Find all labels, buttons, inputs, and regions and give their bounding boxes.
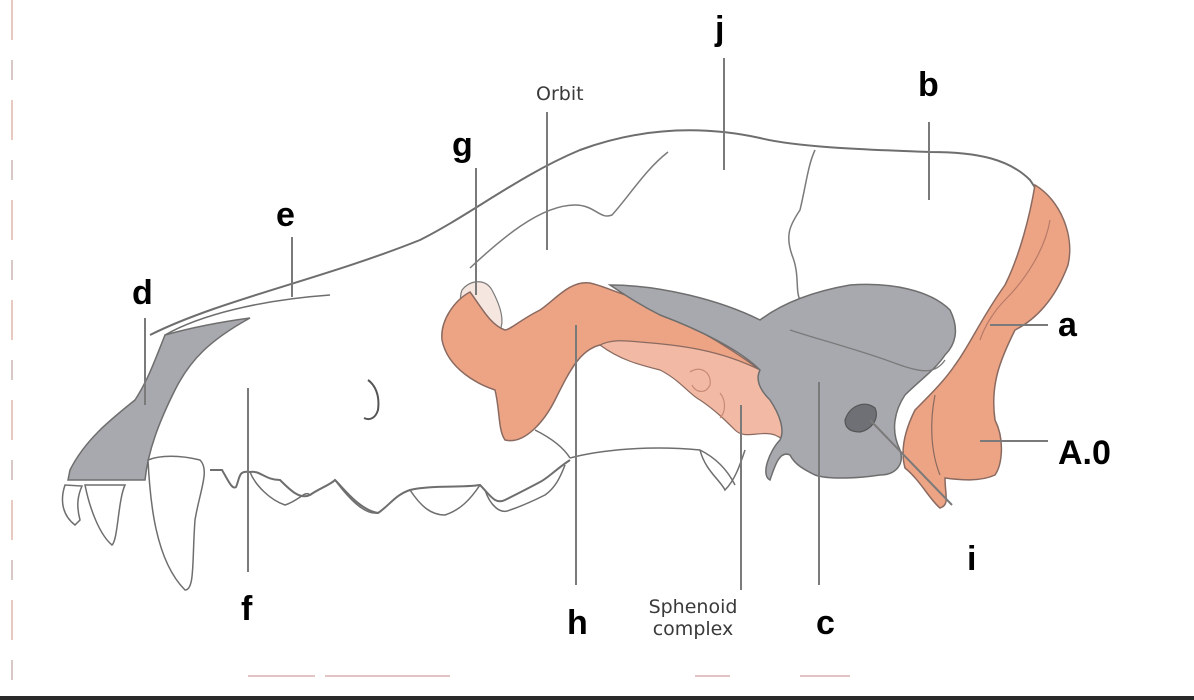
orbit-label: Orbit — [536, 83, 584, 105]
sphenoid-label-line1: Sphenoid — [648, 596, 738, 618]
label-j: j — [709, 10, 731, 48]
label-b: b — [912, 66, 945, 104]
temporal-grey — [607, 283, 957, 482]
sphenoid-complex-label: Sphenoid complex — [637, 596, 749, 641]
label-a0: A.0 — [1052, 434, 1117, 472]
bottom-edge — [0, 696, 1194, 700]
leader-lines — [144, 58, 1048, 590]
occipital-orange — [902, 183, 1071, 509]
label-e: e — [270, 196, 301, 234]
skull-outline — [149, 129, 1041, 336]
canine-tooth — [147, 455, 206, 591]
label-i: i — [961, 540, 983, 578]
pterygoid-light-orange — [598, 340, 791, 441]
label-f: f — [235, 590, 259, 628]
page-border — [11, 0, 13, 690]
label-h: h — [561, 604, 594, 642]
tooth-row — [210, 459, 571, 515]
label-a: a — [1052, 306, 1083, 344]
label-g: g — [446, 126, 479, 164]
premaxilla-grey — [67, 317, 251, 481]
label-d: d — [126, 274, 159, 312]
sphenoid-label-line2: complex — [652, 617, 734, 640]
label-c: c — [810, 604, 841, 642]
